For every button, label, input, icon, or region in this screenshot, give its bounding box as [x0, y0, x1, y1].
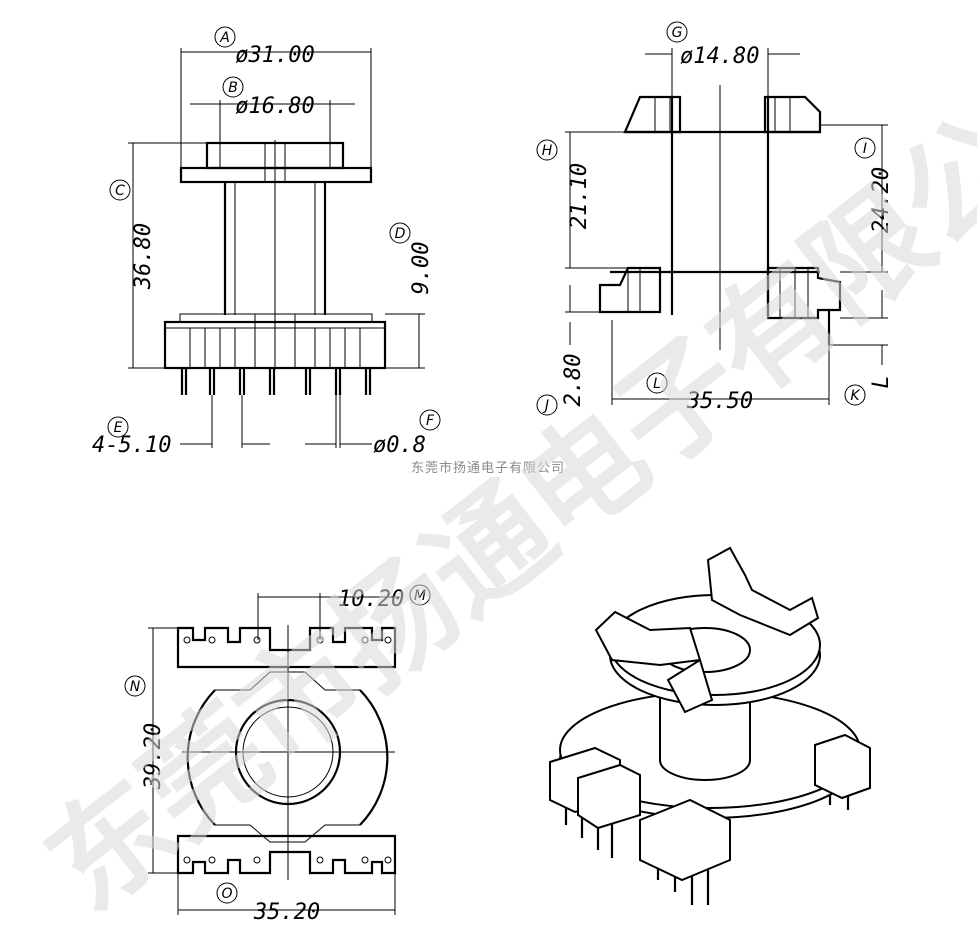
dim-o-letter: O	[221, 886, 232, 902]
dim-b-letter: B	[228, 80, 238, 96]
top-view: M 10.20 N 39.20 O 35.20	[124, 584, 431, 925]
dim-h-letter: H	[542, 143, 553, 159]
dim-m-value: 10.20	[338, 587, 404, 612]
dim-j-letter: J	[542, 398, 549, 414]
side-view: G ø14.80 H 21.10 I 24.20 J 2.80 K L	[536, 21, 894, 416]
company-caption: 东莞市扬通电子有限公司	[411, 460, 565, 476]
dim-k-marker	[844, 384, 866, 406]
dim-d-letter: D	[395, 226, 406, 242]
dim-d-marker	[389, 222, 411, 244]
dim-e-value: 4-5.10	[92, 433, 171, 458]
dim-o-value: 35.20	[253, 900, 320, 925]
dim-k-letter: K	[850, 388, 861, 404]
dim-l-marker	[646, 372, 668, 394]
dim-g-marker	[666, 21, 688, 43]
dim-b-marker	[222, 76, 244, 98]
dim-n-marker	[124, 675, 146, 697]
isometric-view	[549, 546, 871, 905]
dim-f-value: ø0.8	[373, 433, 426, 458]
dim-j-value: 2.80	[561, 354, 586, 407]
dim-h-value: 21.10	[567, 163, 592, 229]
dim-m-marker	[409, 584, 431, 606]
dim-n-letter: N	[130, 679, 141, 695]
dim-a-letter: A	[219, 30, 230, 46]
dim-e-marker	[107, 416, 129, 438]
dim-l-value: 35.50	[686, 389, 753, 414]
dim-a-marker	[214, 26, 236, 48]
dim-n-value: 39.20	[141, 723, 166, 790]
dim-m-letter: M	[414, 588, 426, 604]
dim-f-marker	[419, 409, 441, 431]
dim-l-letter: L	[653, 376, 661, 392]
dim-c-marker	[109, 179, 131, 201]
dim-g-letter: G	[672, 25, 683, 41]
dim-f-letter: F	[426, 413, 435, 429]
dim-a-value: ø31.00	[235, 43, 314, 68]
dim-j-marker	[536, 394, 558, 416]
dim-i-value: 24.20	[869, 167, 894, 233]
front-top-flange	[179, 166, 373, 184]
dim-e-letter: E	[114, 420, 123, 436]
dim-h-marker	[536, 139, 558, 161]
dim-d-value: 9.00	[409, 242, 434, 295]
dim-i-letter: I	[863, 141, 867, 157]
dim-b-value: ø16.80	[235, 94, 314, 119]
dim-o-marker	[216, 882, 238, 904]
dim-g-value: ø14.80	[680, 44, 759, 69]
dim-k-label: L	[869, 375, 894, 388]
front-view: A ø31.00 B ø16.80 C 36.80 D 9.00 E 4-5.1…	[92, 26, 441, 458]
watermark: 东莞市扬通电子有限公司	[22, 16, 977, 934]
dim-i-marker	[854, 137, 876, 159]
iso-core	[659, 690, 751, 781]
dim-c-value: 36.80	[131, 223, 156, 290]
dim-c-letter: C	[115, 183, 125, 199]
